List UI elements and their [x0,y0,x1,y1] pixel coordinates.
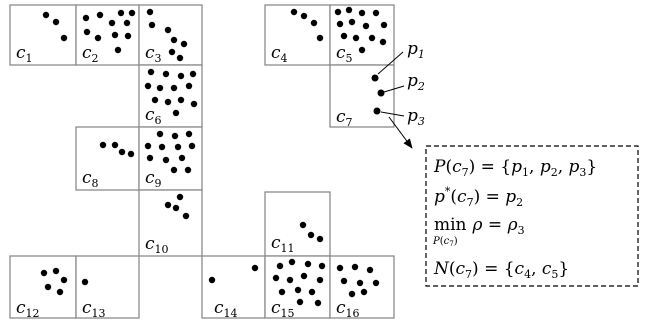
label-p3: p3 [407,106,425,128]
cell-c15: c15 [264,255,331,320]
svg-text:c10: c10 [145,234,169,256]
formula-line-4: N(c7) = {c4, c5} [433,259,569,281]
cell-c4: c4 [264,4,331,66]
cell-c3: c3 [138,4,203,66]
svg-text:c9: c9 [145,168,162,190]
cell-c12: c12 [9,255,77,320]
label-p2: p2 [407,71,425,93]
arrow [388,116,413,149]
svg-text:c13: c13 [82,298,106,320]
svg-text:c14: c14 [214,298,238,320]
svg-text:c12: c12 [16,298,40,320]
cell-c14: c14 [201,255,266,320]
cell-c1: c1 [9,4,77,66]
svg-text:c11: c11 [271,233,295,255]
point-p2 [377,89,385,97]
svg-text:c2: c2 [82,43,99,65]
svg-text:c4: c4 [271,43,288,65]
svg-text:c8: c8 [82,168,99,190]
cell-c2: c2 [75,4,140,66]
svg-text:c5: c5 [336,43,353,65]
cell-c16: c16 [329,255,395,320]
cell-c6: c6 [138,64,203,128]
svg-text:c3: c3 [145,43,162,65]
cell-c13: c13 [75,255,140,320]
cell-c5: c5 [329,4,395,66]
formula-line-1: P(c7) = {p1, p2, p3} [433,157,597,179]
point-p3 [373,107,381,115]
label-p1: p1 [407,39,425,61]
svg-text:c15: c15 [271,298,295,320]
formula-line-2: p*(c7) = p2 [434,185,523,209]
cell-c11: c11 [264,191,331,257]
cell-c8: c8 [75,126,140,191]
point-p1 [371,74,379,82]
svg-text:c1: c1 [16,43,33,65]
svg-text:c7: c7 [336,107,353,129]
svg-text:c16: c16 [336,298,360,320]
formula-line-3-subscript: P(c7) [432,236,458,248]
svg-text:c6: c6 [145,105,162,127]
cell-c9: c9 [138,126,203,191]
cell-c7: c7 [329,64,395,129]
cell-c10: c10 [138,189,203,257]
